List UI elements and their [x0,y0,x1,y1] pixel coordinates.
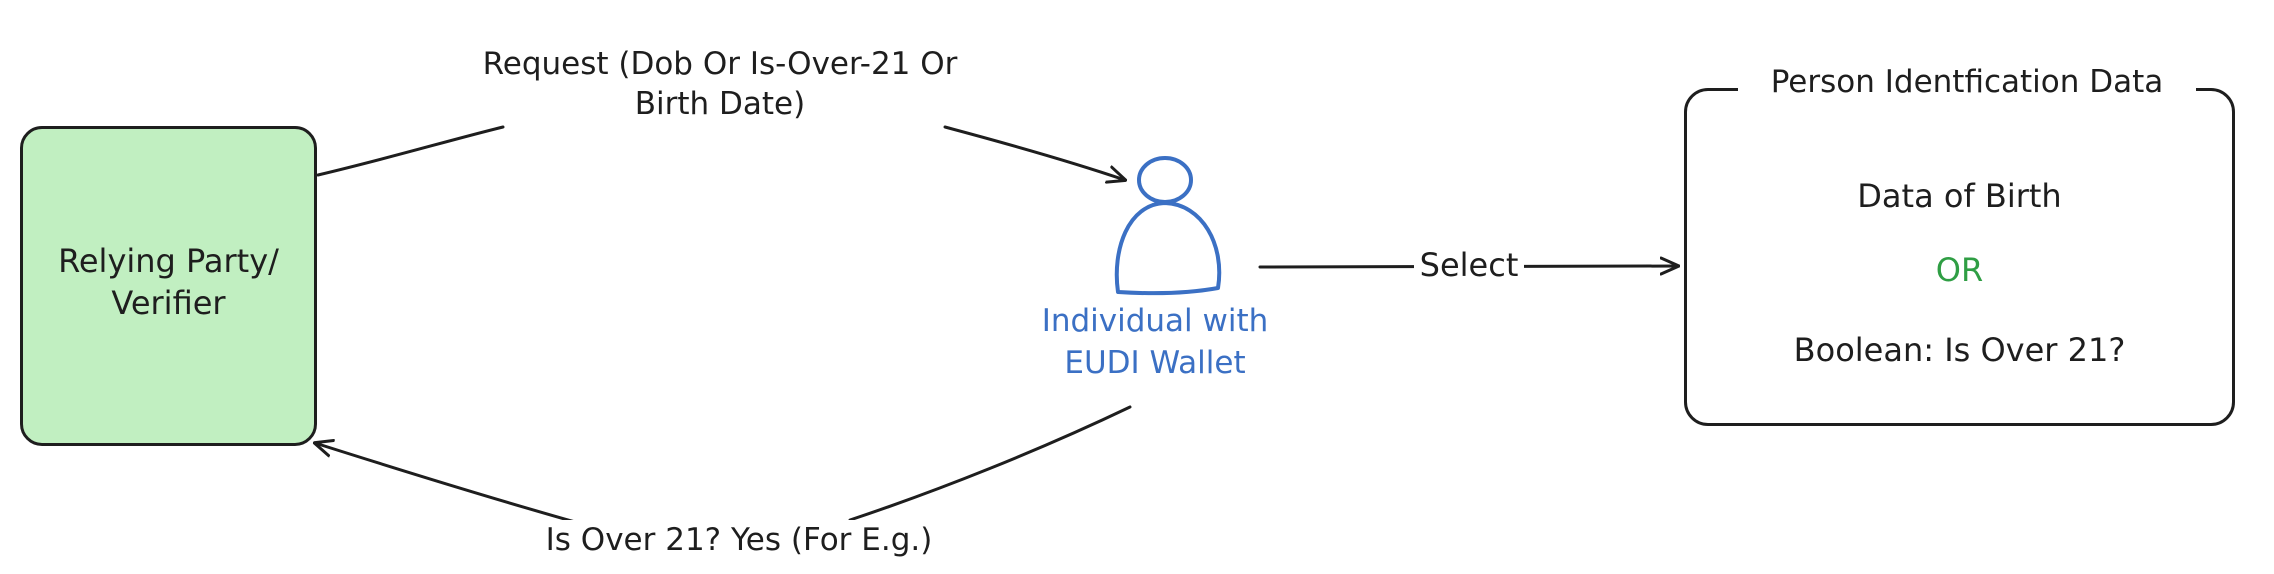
person-icon-head [1137,156,1193,204]
pid-or-separator: OR [1935,251,1984,289]
select-label: Select [1414,245,1524,285]
request-label: Request (Dob Or Is-Over-21 Or Birth Date… [440,44,1000,124]
pid-title: Person Identfication Data [1738,62,2196,102]
person-icon-body [1114,201,1222,296]
relying-party-label-line1: Relying Party/ [58,242,279,280]
wallet-holder-label: Individual with EUDI Wallet [1005,300,1305,384]
relying-party-node [20,126,317,446]
wallet-holder-label-line1: Individual with [1041,303,1269,339]
request-arrow [943,125,1125,180]
relying-party-label: Relying Party/ Verifier [20,240,317,324]
pid-option-is-over-21: Boolean: Is Over 21? [1793,331,2126,369]
request-label-line2: Birth Date) [634,86,806,122]
request-label-line1: Request (Dob Or Is-Over-21 Or [482,46,958,82]
pid-option-date-of-birth: Data of Birth [1857,177,2062,215]
wallet-holder-label-line2: EUDI Wallet [1064,345,1246,381]
response-label: Is Over 21? Yes (For E.g.) [514,520,964,560]
person-icon [1114,156,1222,296]
response-arrow [315,443,577,524]
response-arrow-segment-1 [848,405,1132,522]
relying-party-label-line2: Verifier [111,284,226,322]
request-arrow-segment-1 [316,125,505,177]
